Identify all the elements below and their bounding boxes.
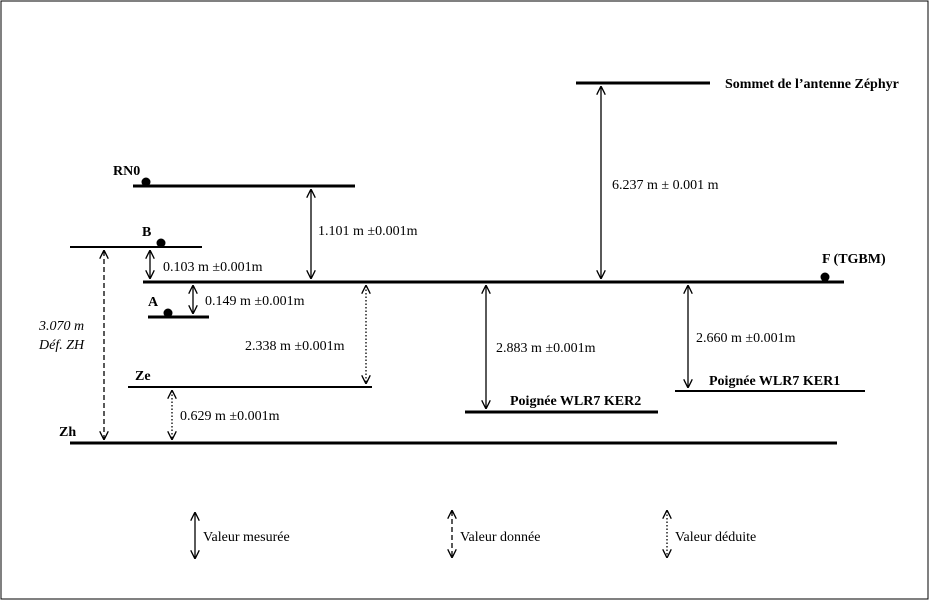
point-f-tgbm <box>820 272 830 282</box>
measure-ze-to-zh: 0.629 m ±0.001m <box>180 409 280 424</box>
measure-b-to-f: 0.103 m ±0.001m <box>163 260 263 275</box>
label-a: A <box>148 295 159 310</box>
legend-measured-label: Valeur mesurée <box>203 530 290 545</box>
label-rn0: RN0 <box>113 164 140 179</box>
label-b: B <box>142 225 151 240</box>
legend-given-label: Valeur donnée <box>460 530 540 545</box>
measure-f-to-ze: 2.338 m ±0.001m <box>245 339 345 354</box>
measure-f-to-sommet: 6.237 m ± 0.001 m <box>612 178 719 193</box>
measure-def-zh-label: Déf. ZH <box>38 338 85 353</box>
label-zh: Zh <box>59 425 76 440</box>
measure-f-to-ker2: 2.883 m ±0.001m <box>496 341 596 356</box>
measure-rn0-to-f: 1.101 m ±0.001m <box>318 224 418 239</box>
label-sommet: Sommet de l’antenne Zéphyr <box>725 77 899 92</box>
legend-deduced-label: Valeur déduite <box>675 530 756 545</box>
measure-f-to-a: 0.149 m ±0.001m <box>205 294 305 309</box>
point-rn0 <box>141 177 151 187</box>
label-ker1: Poignée WLR7 KER1 <box>709 374 840 389</box>
measure-f-to-ker1: 2.660 m ±0.001m <box>696 331 796 346</box>
label-f-tgbm: F (TGBM) <box>822 252 886 267</box>
point-a <box>163 308 173 318</box>
label-ker2: Poignée WLR7 KER2 <box>510 394 641 409</box>
measure-def-zh-value: 3.070 m <box>38 319 84 334</box>
label-ze: Ze <box>135 369 151 384</box>
point-b <box>156 238 166 248</box>
